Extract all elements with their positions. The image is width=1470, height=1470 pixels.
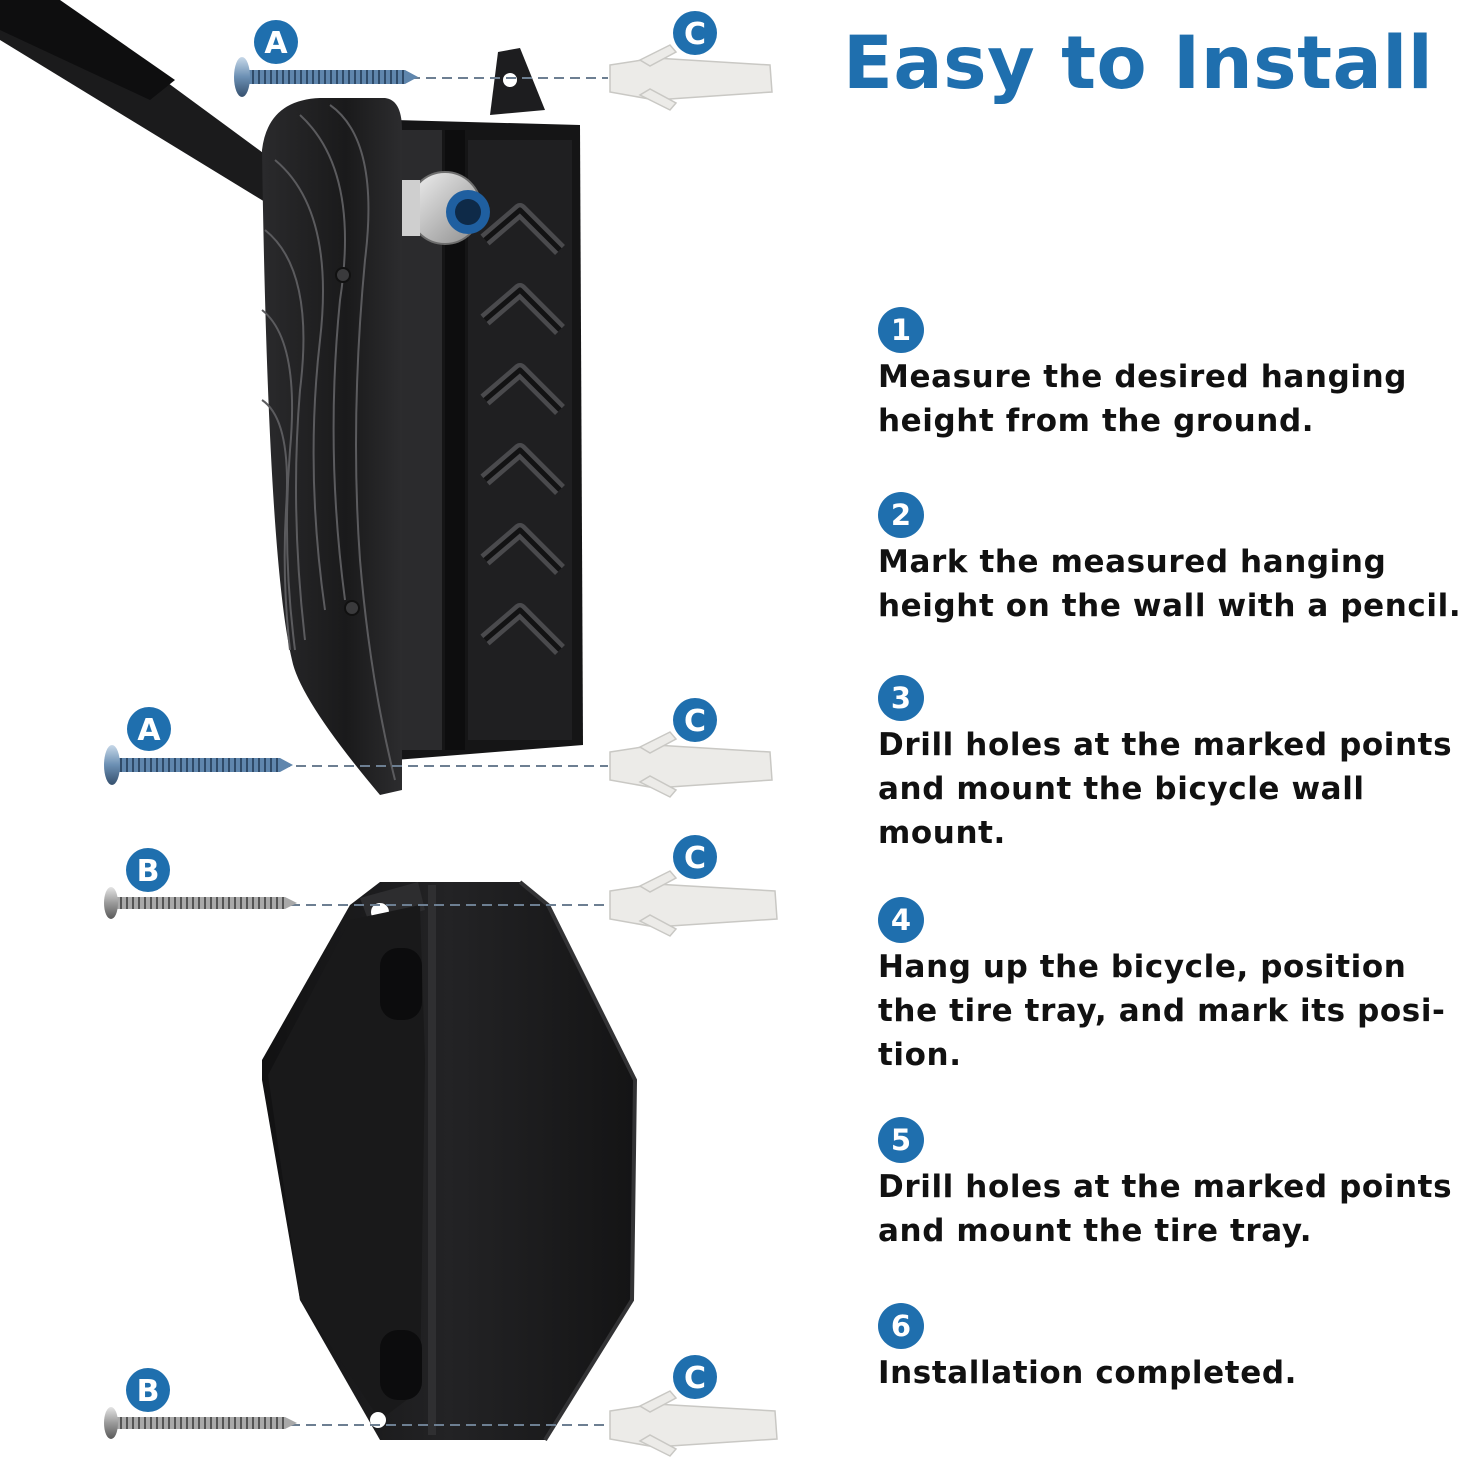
svg-text:B: B: [137, 1374, 160, 1409]
step-number-badge: 6: [878, 1303, 924, 1349]
svg-text:A: A: [264, 26, 288, 61]
step-number-badge: 2: [878, 492, 924, 538]
alignment-lines: [280, 77, 608, 1426]
svg-text:A: A: [137, 713, 161, 748]
install-step-4: 4 Hang up the bicycle, position the tire…: [878, 897, 1466, 1077]
install-step-5: 5 Drill holes at the marked points and m…: [878, 1117, 1466, 1253]
screw-b-top: [104, 887, 297, 919]
svg-text:C: C: [684, 841, 706, 876]
install-step-2: 2 Mark the measured hanging height on th…: [878, 492, 1466, 628]
step-number-badge: 3: [878, 675, 924, 721]
screw-a-top: [234, 57, 418, 97]
page-title: Easy to Install: [843, 21, 1434, 106]
step-number-badge: 4: [878, 897, 924, 943]
svg-text:C: C: [684, 704, 706, 739]
tire-tray: [262, 880, 638, 1442]
callout-c-2: C: [673, 698, 717, 742]
step-text: Drill holes at the marked points and mou…: [878, 727, 1453, 851]
callout-c-1: C: [673, 11, 717, 55]
svg-text:C: C: [684, 17, 706, 52]
step-number-badge: 1: [878, 307, 924, 353]
svg-text:B: B: [137, 854, 160, 889]
wall-anchor-1: [609, 44, 773, 111]
step-text: Drill holes at the marked points and mou…: [878, 1169, 1453, 1249]
step-text: Installation completed.: [878, 1355, 1297, 1391]
callout-c-3: C: [673, 835, 717, 879]
step-text: Hang up the bicycle, position the tire t…: [878, 949, 1446, 1073]
bike-wall-mount: [261, 48, 583, 795]
install-step-6: 6 Installation completed.: [878, 1303, 1466, 1395]
callout-a-top: A: [254, 20, 298, 64]
callout-a-bottom: A: [127, 707, 171, 751]
product-illustration: A A B B C C C C: [0, 0, 778, 1457]
wall-anchor-2: [609, 731, 773, 798]
wall-anchor-3: [609, 870, 778, 937]
svg-text:C: C: [684, 1361, 706, 1396]
step-text: Measure the desired hanging height from …: [878, 359, 1408, 439]
step-number-badge: 5: [878, 1117, 924, 1163]
wall-anchor-4: [609, 1390, 778, 1457]
install-step-1: 1 Measure the desired hanging height fro…: [878, 307, 1466, 443]
callout-b-bottom: B: [126, 1368, 170, 1412]
screw-a-bottom: [104, 745, 293, 785]
callout-c-4: C: [673, 1355, 717, 1399]
install-step-3: 3 Drill holes at the marked points and m…: [878, 675, 1466, 855]
screw-b-bottom: [104, 1407, 297, 1439]
step-text: Mark the measured hanging height on the …: [878, 544, 1462, 624]
callout-b-top: B: [126, 848, 170, 892]
